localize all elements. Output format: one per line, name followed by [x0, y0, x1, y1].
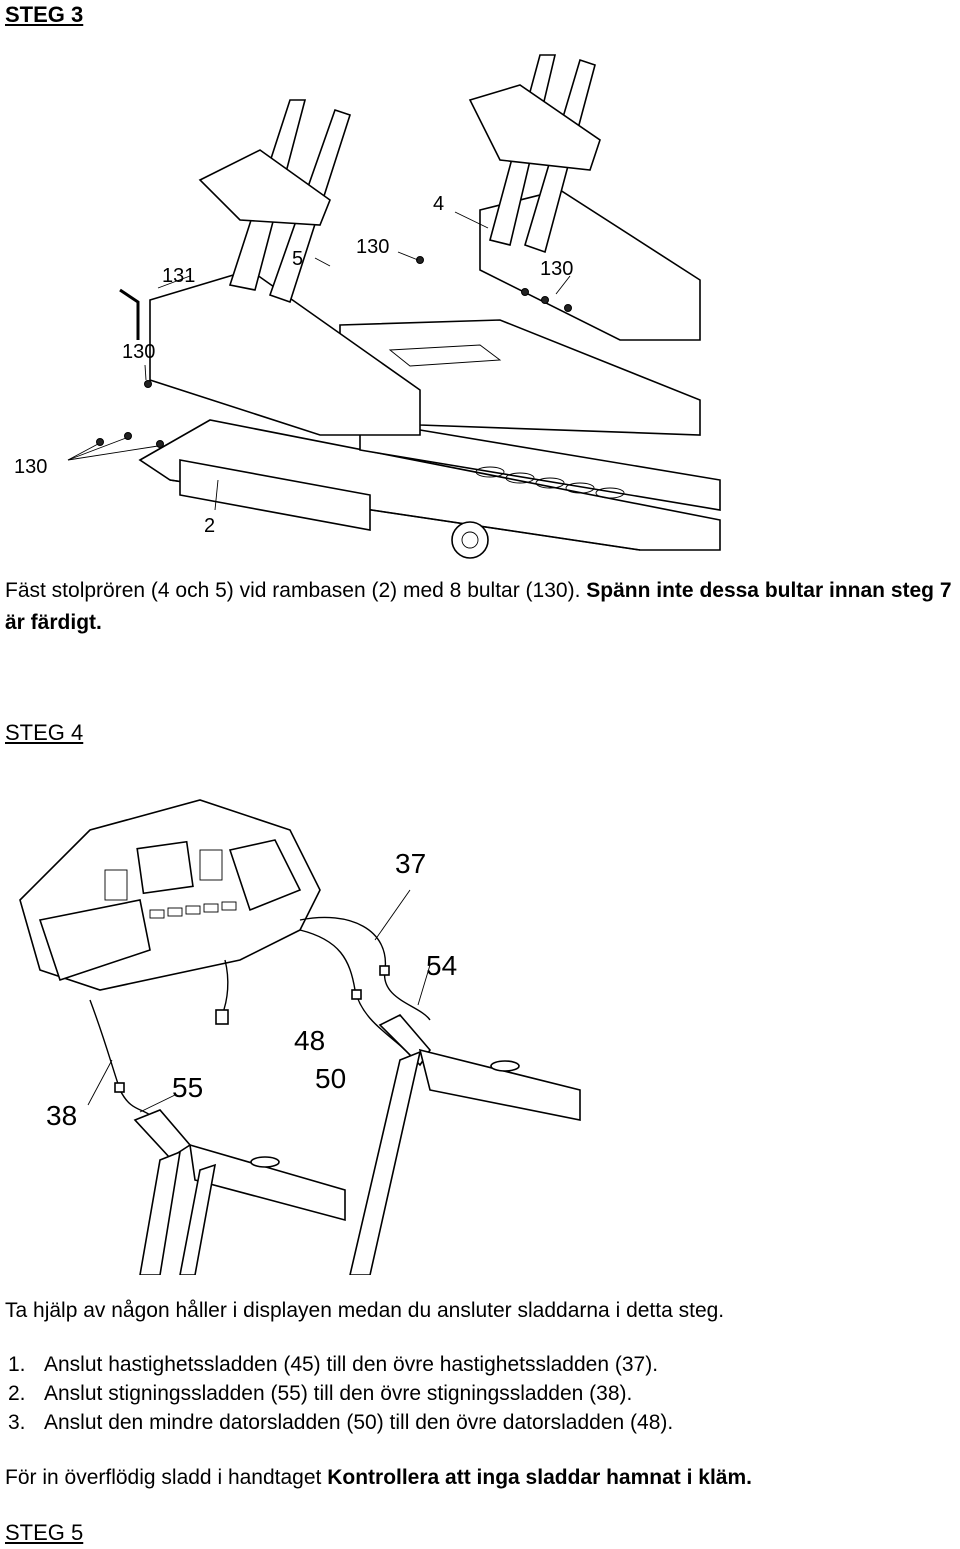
step4-note-bold: Kontrollera att inga sladdar hamnat i kl… — [327, 1466, 752, 1489]
label-2: 2 — [204, 515, 215, 537]
label-50: 50 — [315, 1063, 346, 1094]
list-item-text: Anslut den mindre datorsladden (50) till… — [44, 1411, 674, 1434]
step4-illustration: 37 54 48 50 38 55 — [19, 799, 581, 1275]
console-right-wing-shape — [228, 839, 302, 912]
step3-heading: STEG 3 — [5, 2, 84, 27]
step3-instruction: Fäst stolprören (4 och 5) vid rambasen (… — [5, 575, 955, 639]
label-130-a: 130 — [356, 236, 389, 258]
step4-heading: STEG 4 — [5, 720, 84, 745]
list-item-text: Anslut hastighetssladden (45) till den ö… — [44, 1353, 659, 1376]
label-4: 4 — [433, 193, 444, 215]
list-item-number: 2. — [8, 1382, 26, 1405]
step3-text-bold: Spänn inte dessa bultar innan steg 7 är … — [5, 579, 952, 634]
right-handlebar-shape — [418, 1048, 581, 1121]
console-buttons — [104, 849, 237, 919]
bolt-icons — [96, 256, 572, 448]
console-screen-shape — [136, 840, 194, 895]
list-item-number: 1. — [8, 1353, 26, 1376]
step3-illustration: 4 131 5 130 130 130 130 2 — [14, 54, 721, 559]
step4-note: För in överflödig sladd i handtaget Kont… — [5, 1462, 955, 1494]
label-37: 37 — [395, 848, 426, 879]
label-130-d: 130 — [14, 456, 47, 478]
label-130-c: 130 — [122, 341, 155, 363]
deck-slots — [475, 466, 625, 499]
left-bracket-shape — [198, 149, 331, 226]
step3-text-regular: Fäst stolprören (4 och 5) vid rambasen (… — [5, 579, 587, 602]
allen-wrench-icon — [119, 288, 140, 340]
leader-lines — [67, 211, 571, 511]
right-post-shape — [349, 1050, 422, 1275]
cable-37-line — [299, 916, 431, 1021]
console-left-wing-shape — [38, 899, 151, 982]
deck-rail-shape — [359, 419, 721, 511]
step5-heading: STEG 5 — [5, 1520, 84, 1545]
list-item: 1. Anslut hastighetssladden (45) till den… — [5, 1350, 673, 1379]
right-bracket-shape — [468, 84, 601, 171]
step4-intro: Ta hjälp av någon håller i displayen med… — [5, 1299, 725, 1322]
left-post-shape — [139, 1150, 182, 1275]
console-dangling-cable-line — [221, 959, 229, 1016]
cable-connector-icons — [114, 965, 390, 1093]
wheel-shape — [451, 521, 489, 559]
label-48: 48 — [294, 1025, 325, 1056]
cross-member-shape — [179, 459, 371, 531]
label-131: 131 — [162, 265, 195, 287]
label-54: 54 — [426, 950, 457, 981]
label-130-b: 130 — [540, 258, 573, 280]
step4-note-regular: För in överflödig sladd i handtaget — [5, 1466, 328, 1489]
left-handlebar-shape — [189, 1143, 346, 1222]
left-post-b-shape — [179, 1163, 217, 1275]
list-item-number: 3. — [8, 1411, 26, 1434]
left-post-top-shape — [133, 1109, 192, 1160]
list-item-text: Anslut stigningssladden (55) till den öv… — [44, 1382, 633, 1405]
step4-list: 1. Anslut hastighetssladden (45) till den… — [5, 1350, 673, 1437]
label-38: 38 — [46, 1100, 77, 1131]
step4-leader-lines — [87, 889, 431, 1113]
label-5: 5 — [292, 248, 303, 270]
label-55: 55 — [172, 1072, 203, 1103]
cable-38-line — [89, 999, 151, 1116]
list-item: 3. Anslut den mindre datorsladden (50) ti… — [5, 1408, 673, 1437]
list-item: 2. Anslut stigningssladden (55) till den … — [5, 1379, 673, 1408]
